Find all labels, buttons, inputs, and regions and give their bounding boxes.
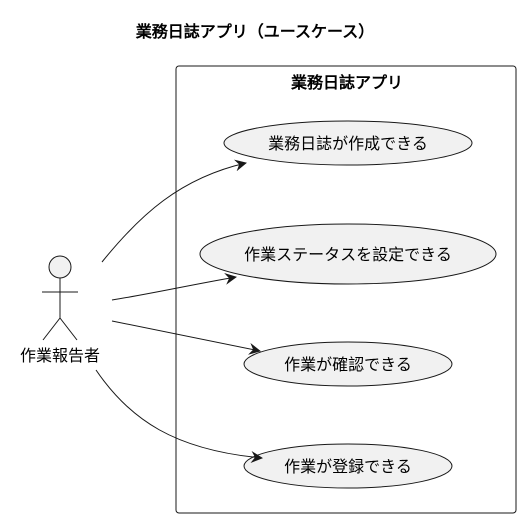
use-case-ellipse (243, 443, 453, 489)
use-case-create-daily-log: 業務日誌が作成できる (223, 120, 473, 166)
system-boundary (175, 65, 517, 514)
diagram-title: 業務日誌アプリ（ユースケース） (135, 22, 374, 41)
use-case-ellipse (199, 223, 497, 285)
use-case-label: 業務日誌が作成できる (268, 134, 428, 153)
association-arrow-create-daily-log (101, 159, 247, 263)
actor-head-icon (48, 255, 72, 279)
association-arrow-register-work (95, 369, 263, 463)
use-case-ellipse (243, 341, 453, 387)
association-arrow-set-work-status (111, 272, 237, 301)
use-case-check-work: 作業が確認できる (243, 341, 453, 387)
use-case-set-work-status: 作業ステータスを設定できる (199, 223, 497, 285)
use-case-ellipse (223, 120, 473, 166)
actor-label: 作業報告者 (20, 346, 100, 365)
actor-right-leg (59, 317, 78, 341)
association-arrow-check-work (111, 320, 261, 355)
actor: 作業報告者 (20, 255, 100, 365)
actor-left-leg (42, 317, 61, 341)
use-case-label: 作業が確認できる (284, 355, 412, 374)
use-case-label: 作業ステータスを設定できる (244, 245, 452, 264)
system-title: 業務日誌アプリ (290, 73, 403, 92)
use-case-register-work: 作業が登録できる (243, 443, 453, 489)
use-case-label: 作業が登録できる (284, 457, 412, 476)
